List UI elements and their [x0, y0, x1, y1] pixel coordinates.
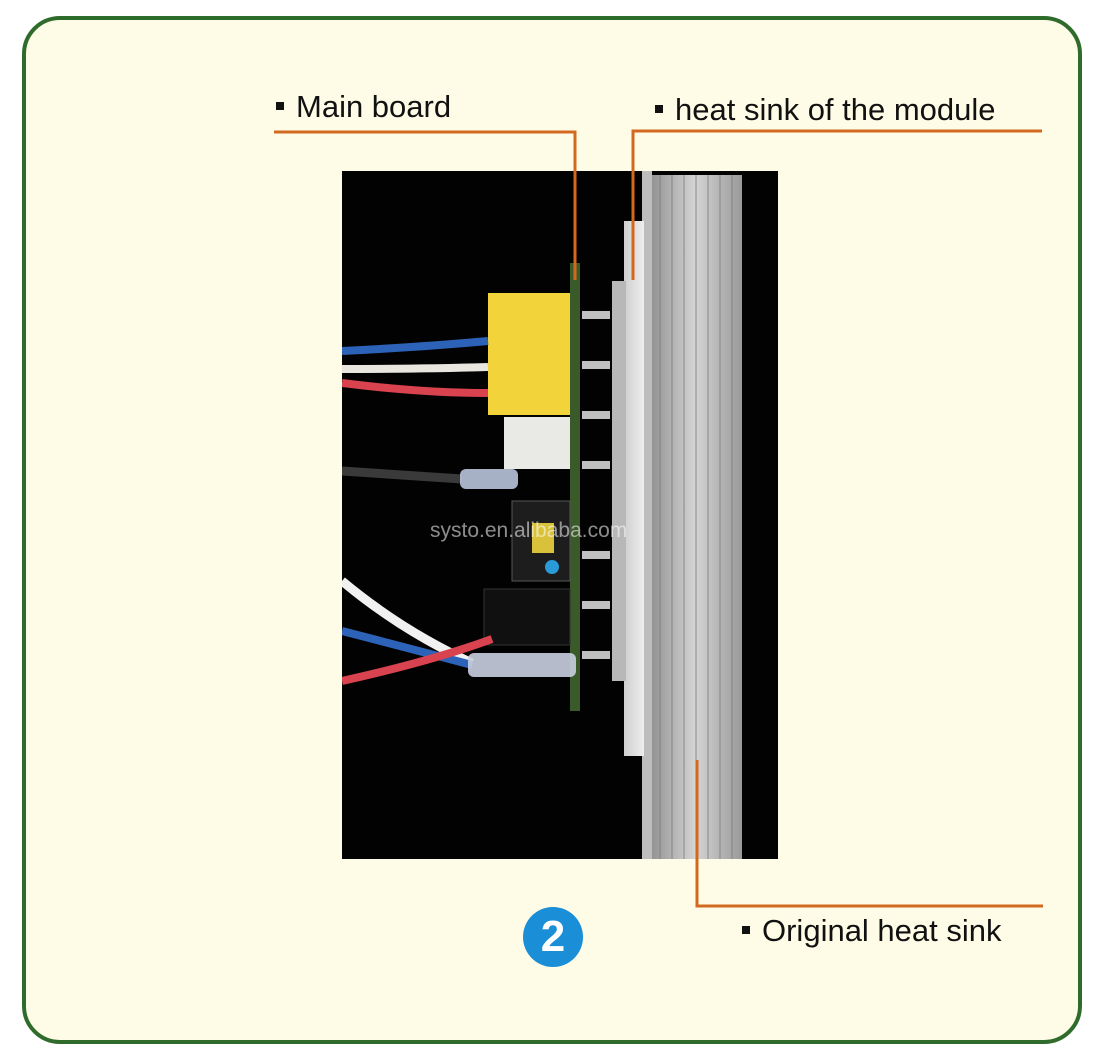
main-board-label-text: Main board: [296, 89, 452, 124]
original-heat-sink-fins: [648, 175, 742, 859]
red-wire: [342, 379, 489, 397]
bullet-icon: [655, 104, 663, 113]
module-heat-sink-leader: [631, 129, 1042, 280]
original-heat-sink-label-text: Original heat sink: [762, 913, 1002, 948]
main-board-pcb: [570, 263, 580, 711]
original-heat-sink-label: Original heat sink: [742, 915, 1002, 946]
module-heat-sink-label-text: heat sink of the module: [675, 92, 996, 127]
red-wire-lower: [342, 635, 494, 685]
module-heat-sink-label: heat sink of the module: [655, 94, 996, 125]
heat-sink-assembly-illustration: [342, 171, 742, 859]
original-heat-sink-leader: [695, 760, 1043, 908]
blue-wire: [342, 337, 489, 355]
black-wire: [342, 466, 463, 484]
main-board-label: Main board: [276, 91, 451, 122]
x-capacitor: [488, 293, 570, 415]
module-heat-sink-plate: [624, 221, 644, 756]
product-photo: systo.en.alibaba.com: [342, 171, 778, 859]
blue-wire-lower: [342, 627, 474, 669]
white-wire: [342, 363, 489, 373]
bullet-icon: [276, 101, 284, 110]
watermark-text: systo.en.alibaba.com: [430, 519, 628, 542]
power-resistor: [504, 417, 570, 469]
step-number-badge: 2: [523, 907, 583, 967]
main-board-leader: [274, 130, 577, 280]
bullet-icon: [742, 925, 750, 934]
